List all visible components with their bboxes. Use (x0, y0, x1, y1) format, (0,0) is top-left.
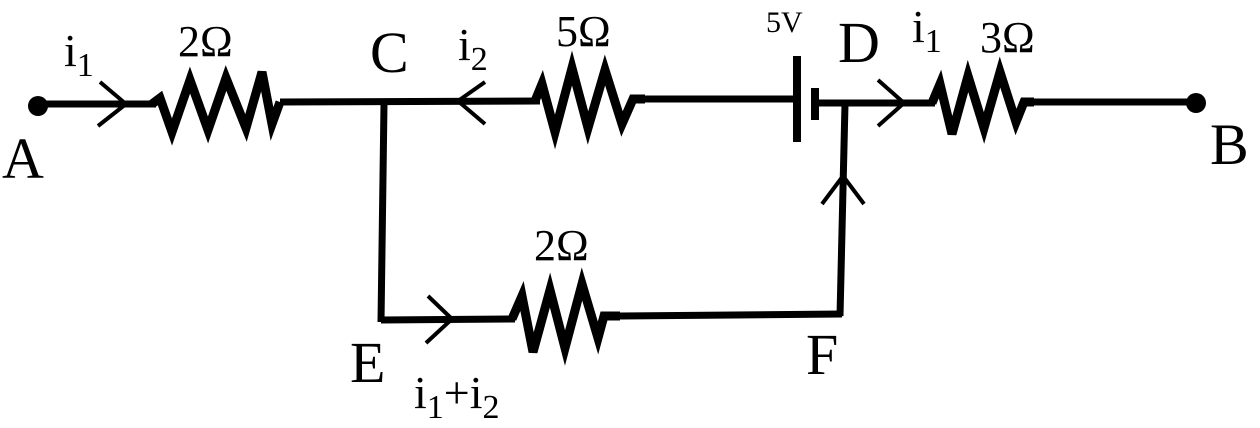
current-label-i1-plus-i2: i1+i2 (414, 370, 500, 425)
arrow-f-to-d (820, 172, 866, 206)
current-sub: 2 (470, 41, 488, 78)
current-label-i1-ac: i1 (64, 28, 94, 83)
node-label-c: C (370, 20, 409, 85)
current-base: i (458, 19, 471, 70)
resistor-ef (507, 267, 620, 366)
current-base: i (414, 367, 427, 418)
node-label-a: A (2, 126, 44, 191)
current-sub: 1 (924, 23, 942, 60)
resistor-cd-5ohm (530, 50, 645, 150)
wire-c-to-e (377, 103, 388, 323)
current-base: i (469, 367, 483, 418)
terminal-b (1186, 93, 1206, 113)
current-label-i2-dc: i2 (458, 22, 488, 77)
current-sub: 2 (482, 389, 500, 426)
resistor-ac (149, 65, 285, 146)
current-sub: 1 (426, 389, 444, 426)
node-label-b: B (1210, 112, 1249, 177)
node-label-f: F (806, 322, 839, 387)
wire-r4-to-f (619, 310, 843, 320)
battery-emf-label: 5V (766, 6, 803, 39)
arrow-i1-d-to-b (876, 78, 908, 128)
resistor-ef-label: 2Ω (534, 221, 589, 270)
wire-f-to-d (836, 103, 849, 317)
wire-r1-to-c (279, 97, 541, 106)
resistor-ac-label: 2Ω (178, 17, 233, 66)
resistor-cd-label: 5Ω (556, 7, 611, 56)
resistor-db (927, 56, 1034, 144)
arrow-i1-a-to-c (96, 80, 130, 128)
resistor-db-label: 3Ω (980, 13, 1035, 62)
wire-e-to-r4 (380, 315, 516, 324)
arrow-i2-d-to-c (454, 80, 487, 126)
plus-sign: + (443, 367, 470, 418)
node-label-d: D (838, 10, 880, 75)
current-sub: 1 (76, 47, 94, 84)
node-label-e: E (350, 330, 386, 395)
terminal-a (28, 96, 48, 116)
arrow-e-to-f (424, 294, 455, 345)
current-base: i (912, 1, 925, 52)
current-label-i1-db: i1 (912, 4, 942, 59)
current-base: i (64, 25, 77, 76)
